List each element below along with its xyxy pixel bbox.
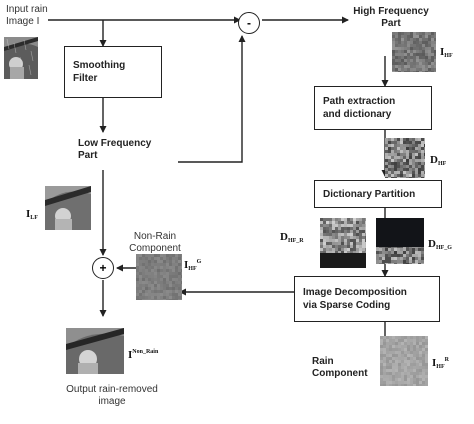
output-label: Output rain-removed image [66,384,158,407]
output-image [66,328,124,374]
low-frequency-label: Low Frequency Part [78,138,152,161]
input-label: Input rain Image I [6,4,48,27]
non-rain-component-label: Non-Rain Component [129,231,181,254]
i-hf-symbol: IHF [440,46,453,59]
high-frequency-label: High Frequency Part [353,6,429,29]
add-operator: + [92,257,114,279]
i-non-rain-symbol: INon_Rain [128,349,159,361]
input-image [4,37,38,79]
d-hf-symbol: DHF [430,154,447,167]
i-hf-r-symbol: IHFR [432,357,449,370]
image-decomposition-box: Image Decomposition via Sparse Coding [294,276,440,322]
rain-dictionary-image [320,218,366,268]
i-lf-symbol: ILF [26,208,38,221]
rain-component-image [380,336,428,386]
i-hf-g-symbol: IHFG [184,259,202,272]
non-rain-dictionary-image [376,218,424,264]
dictionary-image [385,138,425,178]
dictionary-partition-box: Dictionary Partition [314,180,442,208]
smoothing-filter-box: Smoothing Filter [64,46,162,98]
path-extraction-box: Path extraction and dictionary [314,86,432,130]
high-frequency-image [392,32,436,72]
d-hf-r-symbol: DHF_R [280,231,304,244]
low-frequency-image [45,186,91,230]
d-hf-g-symbol: DHF_G [428,238,452,251]
non-rain-component-image [136,254,182,300]
rain-component-label: Rain Component [312,356,368,379]
subtract-operator: - [238,12,260,34]
